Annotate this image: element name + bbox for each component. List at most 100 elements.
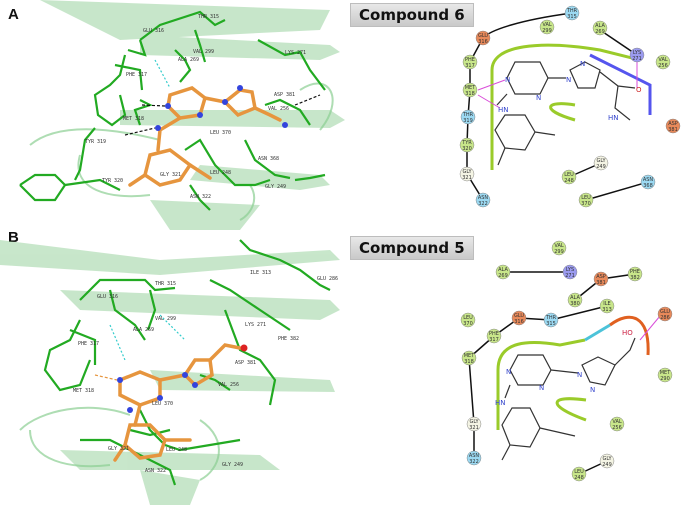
svg-text:317: 317 bbox=[465, 63, 475, 69]
res-label-b: ILE 313 bbox=[250, 270, 271, 276]
svg-text:381: 381 bbox=[668, 127, 678, 133]
res-label-b: PHE 382 bbox=[278, 336, 299, 342]
res-label-a: GLY 321 bbox=[160, 172, 181, 178]
res-label-b: THR 315 bbox=[155, 281, 176, 287]
svg-text:368: 368 bbox=[643, 183, 653, 189]
atom-label: N bbox=[506, 368, 511, 376]
svg-text:GLY: GLY bbox=[596, 158, 606, 164]
svg-text:GLU: GLU bbox=[478, 33, 488, 39]
svg-text:248: 248 bbox=[564, 178, 574, 184]
svg-text:VAL: VAL bbox=[658, 57, 668, 63]
svg-text:313: 313 bbox=[602, 307, 612, 313]
res-label-b: GLU 316 bbox=[97, 294, 118, 300]
svg-text:LEU: LEU bbox=[574, 469, 584, 475]
atom-label: N bbox=[539, 384, 544, 392]
res-label-a: VAL 256 bbox=[268, 106, 289, 112]
svg-text:ASN: ASN bbox=[643, 177, 654, 183]
svg-text:290: 290 bbox=[660, 376, 670, 382]
svg-text:271: 271 bbox=[632, 56, 642, 62]
res-label-a: ALA 269 bbox=[178, 57, 199, 63]
svg-text:GLU: GLU bbox=[514, 313, 524, 319]
svg-text:ILE: ILE bbox=[603, 301, 610, 307]
svg-text:PHE: PHE bbox=[630, 269, 640, 275]
svg-text:VAL: VAL bbox=[542, 22, 552, 28]
atom-label: HO bbox=[622, 329, 633, 337]
svg-text:VAL: VAL bbox=[612, 419, 622, 425]
res-label-b: GLU 286 bbox=[317, 276, 338, 282]
atom-label: N bbox=[577, 371, 582, 379]
res-label-b: VAL 256 bbox=[218, 382, 239, 388]
res-label-b: LYS 271 bbox=[245, 322, 266, 328]
panel-title-compound-5: Compound 5 bbox=[350, 236, 474, 260]
docking-3d-view-compound-6: THR 315 GLU 316 VAL 299 ALA 269 LYS 271 … bbox=[19, 0, 345, 230]
svg-text:LYS: LYS bbox=[633, 50, 641, 56]
svg-text:248: 248 bbox=[574, 475, 584, 481]
res-label-a: LEU 248 bbox=[210, 170, 231, 176]
svg-text:256: 256 bbox=[612, 425, 622, 431]
svg-text:LEU: LEU bbox=[564, 172, 574, 178]
svg-text:321: 321 bbox=[462, 175, 472, 181]
svg-text:ALA: ALA bbox=[570, 295, 580, 301]
res-label-a: GLU 316 bbox=[143, 28, 164, 34]
svg-text:381: 381 bbox=[596, 280, 606, 286]
svg-text:318: 318 bbox=[465, 91, 475, 97]
svg-text:319: 319 bbox=[463, 118, 473, 124]
res-label-a: LYS 271 bbox=[285, 50, 306, 56]
atom-label: O bbox=[636, 86, 642, 94]
res-label-b: LEU 248 bbox=[166, 447, 187, 453]
svg-text:LYS: LYS bbox=[566, 267, 574, 273]
svg-text:GLY: GLY bbox=[602, 456, 612, 462]
svg-text:LEU: LEU bbox=[463, 315, 473, 321]
svg-text:315: 315 bbox=[546, 321, 556, 327]
svg-text:ASN: ASN bbox=[469, 453, 480, 459]
svg-text:GLY: GLY bbox=[469, 419, 479, 425]
svg-text:MET: MET bbox=[465, 85, 476, 91]
svg-text:ASN: ASN bbox=[478, 195, 489, 201]
svg-text:THR: THR bbox=[545, 315, 557, 321]
res-label-a: GLY 249 bbox=[265, 184, 286, 190]
svg-text:315: 315 bbox=[567, 14, 577, 20]
res-label-b: VAL 299 bbox=[155, 316, 176, 322]
svg-text:299: 299 bbox=[554, 249, 564, 255]
atom-label: HN bbox=[608, 114, 619, 122]
res-label-b: PHE 317 bbox=[78, 341, 99, 347]
svg-text:ASP: ASP bbox=[668, 121, 678, 127]
svg-text:256: 256 bbox=[658, 63, 668, 69]
svg-text:ASP: ASP bbox=[596, 274, 606, 280]
svg-text:249: 249 bbox=[596, 164, 606, 170]
svg-text:316: 316 bbox=[478, 39, 488, 45]
svg-text:PHE: PHE bbox=[465, 57, 475, 63]
svg-text:VAL: VAL bbox=[554, 243, 564, 249]
atom-label: N bbox=[536, 94, 541, 102]
res-label-a: LEU 370 bbox=[210, 130, 231, 136]
svg-text:ALA: ALA bbox=[595, 23, 605, 29]
svg-text:269: 269 bbox=[498, 273, 508, 279]
svg-text:249: 249 bbox=[602, 462, 612, 468]
res-label-a: ASP 381 bbox=[274, 92, 295, 98]
res-label-b: ALA 269 bbox=[133, 327, 154, 333]
docking-3d-view-compound-5: ILE 313 GLU 286 THR 315 GLU 316 VAL 299 … bbox=[0, 239, 340, 505]
res-label-b: GLY 249 bbox=[222, 462, 243, 468]
res-label-b: GLY 321 bbox=[108, 446, 129, 452]
